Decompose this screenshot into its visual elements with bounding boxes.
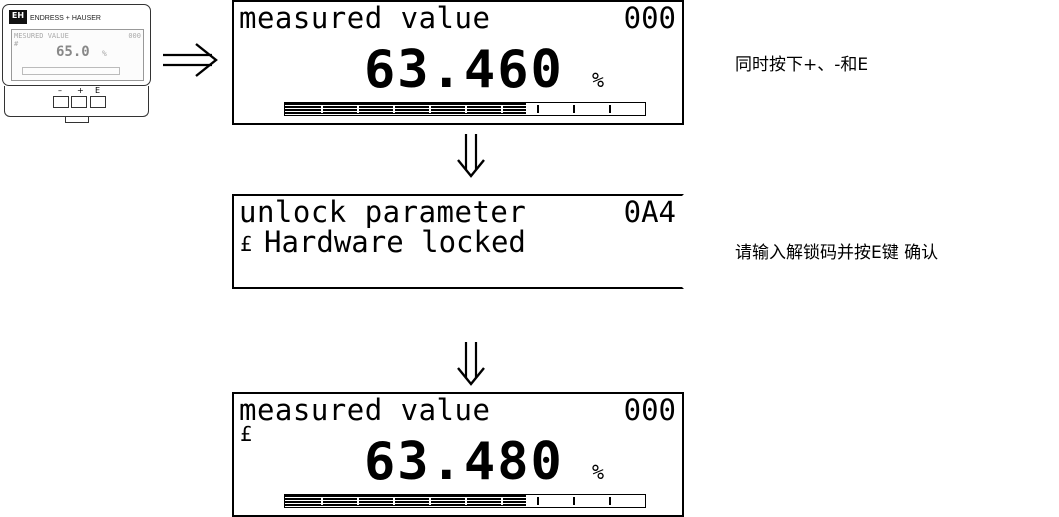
device-display-title: MESURED VALUE bbox=[14, 32, 69, 40]
step2-instruction: 请输入解锁码并按E键 确认 bbox=[735, 243, 939, 263]
bargraph-tick bbox=[501, 105, 503, 113]
e-key[interactable] bbox=[90, 96, 106, 108]
down-arrow-icon bbox=[457, 342, 485, 386]
bargraph-tick bbox=[357, 105, 359, 113]
bargraph-tick bbox=[321, 105, 323, 113]
screen-code: 000 bbox=[623, 393, 676, 427]
screen-title: measured value bbox=[239, 1, 491, 35]
bargraph-tick bbox=[357, 497, 359, 505]
measured-value: 63.480 bbox=[364, 432, 564, 492]
bargraph-tick bbox=[501, 497, 503, 505]
device-cable-gland bbox=[65, 117, 89, 123]
device-display-bargraph bbox=[22, 67, 120, 75]
bargraph-tick bbox=[573, 497, 575, 505]
device-display-mark: # bbox=[14, 40, 19, 48]
device-display-value: 65.0 bbox=[56, 44, 90, 60]
lcd-screen-measured-value: measured value 000 63.460 % bbox=[232, 0, 684, 125]
device-illustration: EH ENDRESS + HAUSER MESURED VALUE 000 # … bbox=[0, 2, 151, 123]
e-key-label: E bbox=[95, 86, 101, 95]
bargraph bbox=[284, 102, 646, 116]
step1-instruction: 同时按下+、-和E bbox=[735, 55, 869, 75]
brand-name: ENDRESS + HAUSER bbox=[30, 15, 101, 22]
device-keypad: – + E bbox=[4, 86, 149, 117]
screen-title: unlock parameter bbox=[239, 195, 527, 229]
lock-icon: £ bbox=[240, 232, 253, 256]
plus-key[interactable] bbox=[71, 96, 87, 108]
hardware-locked-message: Hardware locked bbox=[264, 225, 526, 259]
right-arrow-icon bbox=[163, 43, 218, 77]
screen-code: 000 bbox=[623, 1, 676, 35]
screen-code: 0A4 bbox=[623, 195, 676, 229]
lcd-screen-measured-value-unlocked: measured value 000 £ 63.480 % bbox=[232, 392, 684, 517]
lock-icon: £ bbox=[240, 422, 253, 446]
value-unit: % bbox=[592, 460, 605, 484]
value-unit: % bbox=[592, 68, 605, 92]
device-display-code: 000 bbox=[128, 32, 141, 40]
device-display: MESURED VALUE 000 # 65.0 % bbox=[11, 29, 144, 81]
lcd-screen-unlock-parameter: unlock parameter 0A4 £ Hardware locked bbox=[232, 194, 684, 289]
screen-title: measured value bbox=[239, 393, 491, 427]
bargraph-tick bbox=[609, 497, 611, 505]
down-arrow-icon bbox=[457, 134, 485, 178]
device-housing: EH ENDRESS + HAUSER MESURED VALUE 000 # … bbox=[2, 4, 151, 86]
bargraph bbox=[284, 494, 646, 508]
bargraph-tick bbox=[609, 105, 611, 113]
bargraph-tick bbox=[537, 105, 539, 113]
bargraph-tick bbox=[429, 497, 431, 505]
plus-key-label: + bbox=[77, 86, 84, 95]
bargraph-tick bbox=[465, 105, 467, 113]
bargraph-tick bbox=[465, 497, 467, 505]
bargraph-tick bbox=[537, 497, 539, 505]
bargraph-tick bbox=[321, 497, 323, 505]
measured-value: 63.460 bbox=[364, 40, 564, 100]
bargraph-tick bbox=[573, 105, 575, 113]
bargraph-tick bbox=[393, 105, 395, 113]
brand-logo: EH bbox=[9, 10, 27, 24]
minus-key-label: – bbox=[58, 86, 62, 95]
minus-key[interactable] bbox=[53, 96, 69, 108]
bargraph-tick bbox=[429, 105, 431, 113]
device-display-unit: % bbox=[102, 49, 107, 58]
bargraph-tick bbox=[393, 497, 395, 505]
